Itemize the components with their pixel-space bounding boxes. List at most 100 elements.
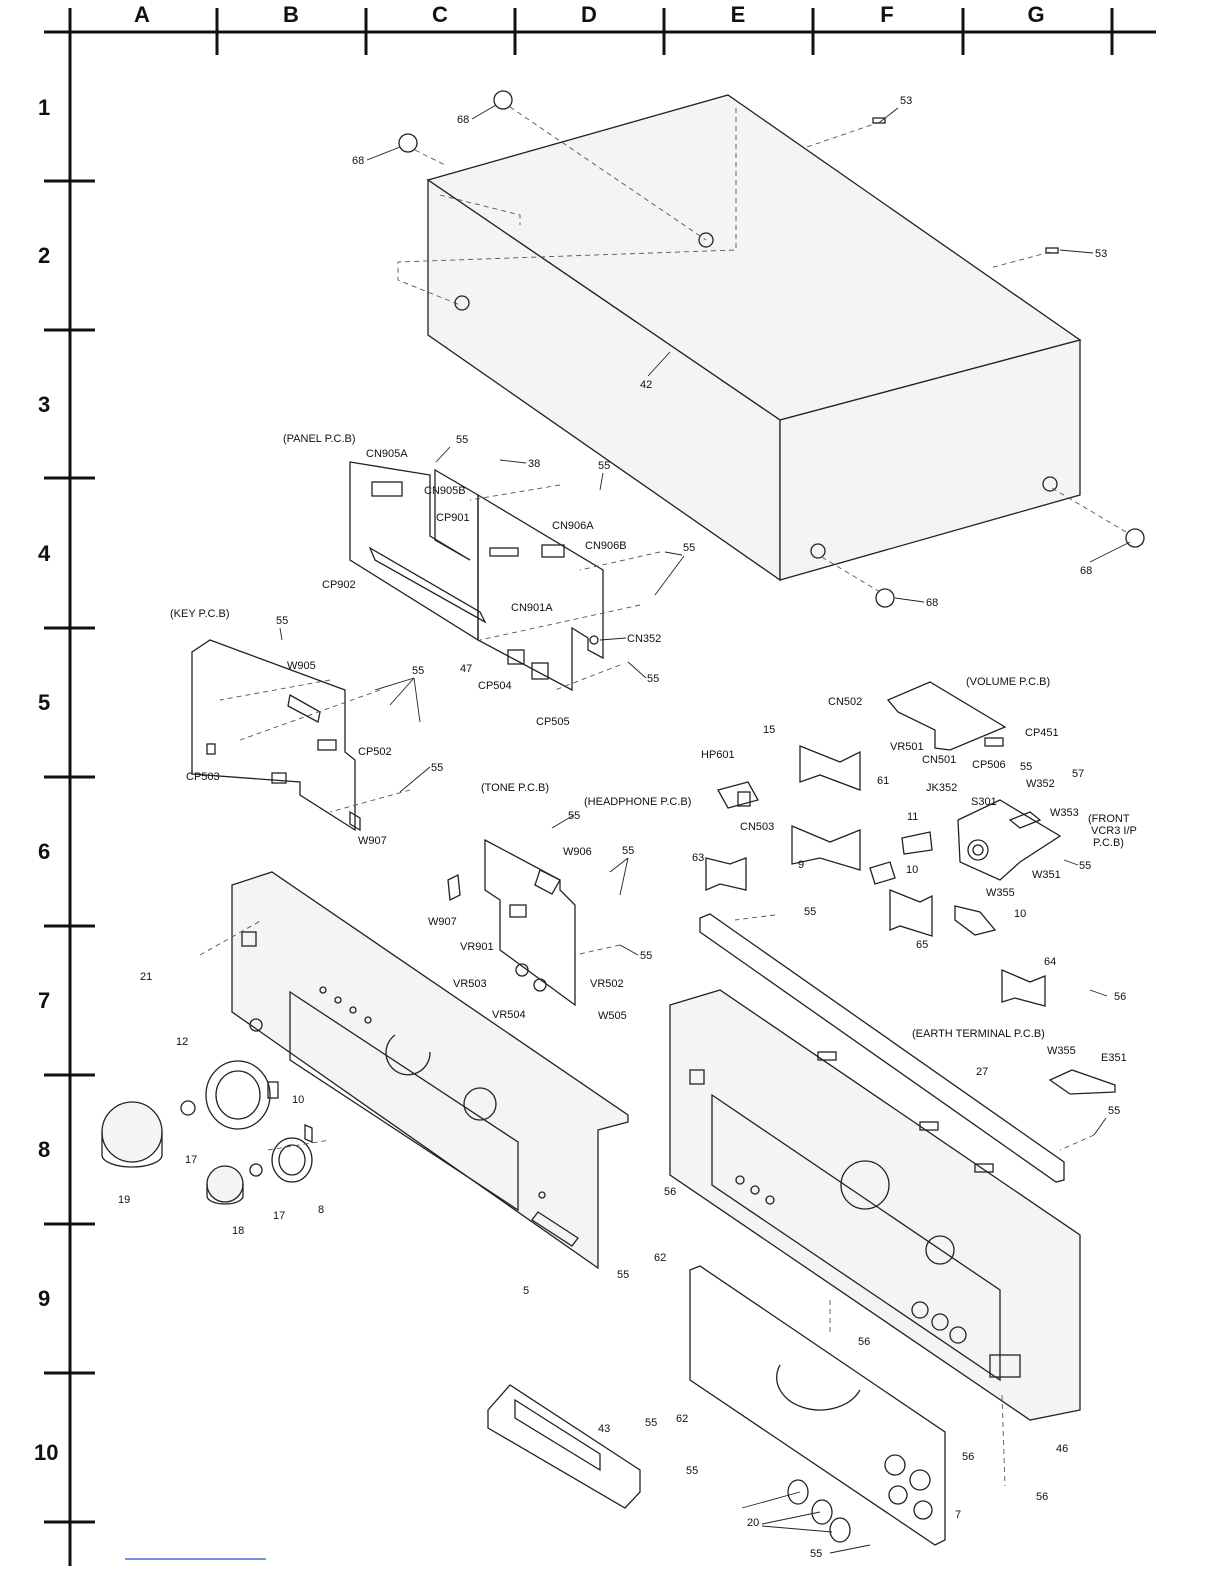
column-label-b: B — [283, 2, 299, 27]
callout-w906: W906 — [563, 846, 592, 858]
callout-56e: 56 — [1036, 1491, 1048, 1503]
callout-cn352: CN352 — [627, 633, 661, 645]
callout-cn905a: CN905A — [366, 448, 408, 460]
callout-56b: 56 — [664, 1186, 676, 1198]
callout-cn905b: CN905B — [424, 485, 466, 497]
callout-56d: 56 — [962, 1451, 974, 1463]
callout-cp506: CP506 — [972, 759, 1006, 771]
callout-17b: 17 — [273, 1210, 285, 1222]
callout-cp902: CP902 — [322, 579, 356, 591]
callout-27: 27 — [976, 1066, 988, 1078]
callout-56a: 56 — [1114, 991, 1126, 1003]
row-label-4: 4 — [38, 541, 51, 566]
column-ticks — [215, 8, 1114, 55]
callout-cn901a: CN901A — [511, 602, 553, 614]
callout-cn906b: CN906B — [585, 540, 627, 552]
callout-55r: 55 — [810, 1548, 822, 1560]
callout-panel-pcb: (PANEL P.C.B) — [283, 433, 356, 445]
callout-68a: 68 — [457, 114, 469, 126]
top-cabinet — [397, 94, 1082, 582]
callout-cn906a: CN906A — [552, 520, 594, 532]
callout-53a: 53 — [900, 95, 912, 107]
row-label-10: 10 — [34, 1440, 58, 1465]
callout-w355a: W355 — [986, 887, 1015, 899]
row-label-8: 8 — [38, 1137, 50, 1162]
column-label-c: C — [432, 2, 448, 27]
panel-pcb — [349, 461, 604, 692]
callout-8: 8 — [318, 1204, 324, 1216]
row-label-5: 5 — [38, 690, 50, 715]
callout-55g: 55 — [431, 762, 443, 774]
callout-38: 38 — [528, 458, 540, 470]
callout-vr504: VR504 — [492, 1009, 526, 1021]
callout-63: 63 — [692, 852, 704, 864]
row-ticks — [44, 179, 95, 1524]
callout-5: 5 — [523, 1285, 529, 1297]
callout-10a: 10 — [906, 864, 918, 876]
callout-headphone-pcb: (HEADPHONE P.C.B) — [584, 796, 691, 808]
callout-55k: 55 — [1079, 860, 1091, 872]
callout-w907a: W907 — [358, 835, 387, 847]
callout-43: 43 — [598, 1423, 610, 1435]
callout-cp901: CP901 — [436, 512, 470, 524]
tone-pcb — [447, 838, 576, 1007]
callout-w351: W351 — [1032, 869, 1061, 881]
callout-55l: 55 — [804, 906, 816, 918]
callout-cp503: CP503 — [186, 771, 220, 783]
column-label-e: E — [731, 2, 746, 27]
callout-7: 7 — [955, 1509, 961, 1521]
display-window — [487, 1384, 641, 1509]
callout-vr901: VR901 — [460, 941, 494, 953]
callout-61: 61 — [877, 775, 889, 787]
callout-68c: 68 — [1080, 565, 1092, 577]
callout-55a: 55 — [456, 434, 468, 446]
callout-cn501: CN501 — [922, 754, 956, 766]
callout-55e: 55 — [276, 615, 288, 627]
callout-cn503: CN503 — [740, 821, 774, 833]
earth-terminal-pcb — [1048, 1069, 1116, 1095]
callout-volume-pcb: (VOLUME P.C.B) — [966, 676, 1050, 688]
callout-10b: 10 — [1014, 908, 1026, 920]
callout-9: 9 — [798, 859, 804, 871]
callout-cp451: CP451 — [1025, 727, 1059, 739]
callout-front-2: VCR3 I/P — [1091, 825, 1137, 837]
fastener-lines — [199, 484, 1095, 1487]
callout-tone-pcb: (TONE P.C.B) — [481, 782, 549, 794]
callout-cp505: CP505 — [536, 716, 570, 728]
row-label-3: 3 — [38, 392, 50, 417]
callout-w505: W505 — [598, 1010, 627, 1022]
callout-front-3: P.C.B) — [1093, 837, 1124, 849]
callout-55c: 55 — [683, 542, 695, 554]
front-chassis — [669, 989, 1081, 1421]
front-bracket — [699, 913, 1065, 1183]
row-label-9: 9 — [38, 1286, 50, 1311]
callout-21: 21 — [140, 971, 152, 983]
row-label-6: 6 — [38, 839, 50, 864]
buttons-20 — [787, 1479, 851, 1543]
callout-55n: 55 — [1108, 1105, 1120, 1117]
callout-labels: 68 68 53 53 42 68 68 (PANEL P.C.B) CN905… — [118, 95, 1137, 1560]
front-vcr3-pcb — [957, 799, 1062, 881]
callout-w352: W352 — [1026, 778, 1055, 790]
callout-cp502: CP502 — [358, 746, 392, 758]
callout-10c: 10 — [292, 1094, 304, 1106]
front-panel — [231, 871, 629, 1270]
callout-jk352: JK352 — [926, 782, 957, 794]
callout-55j: 55 — [622, 845, 634, 857]
callout-55b: 55 — [598, 460, 610, 472]
leader-lines — [279, 104, 1131, 1554]
screws-68 — [398, 90, 1145, 608]
callout-e351: E351 — [1101, 1052, 1127, 1064]
knobs — [101, 1060, 313, 1205]
callout-68b: 68 — [352, 155, 364, 167]
column-label-d: D — [581, 2, 597, 27]
sub-front-panel — [689, 1265, 946, 1546]
callout-11: 11 — [907, 811, 918, 823]
callout-56c: 56 — [858, 1336, 870, 1348]
callout-vr501: VR501 — [890, 741, 924, 753]
row-label-2: 2 — [38, 243, 50, 268]
callout-18: 18 — [232, 1225, 244, 1237]
callout-w353: W353 — [1050, 807, 1079, 819]
